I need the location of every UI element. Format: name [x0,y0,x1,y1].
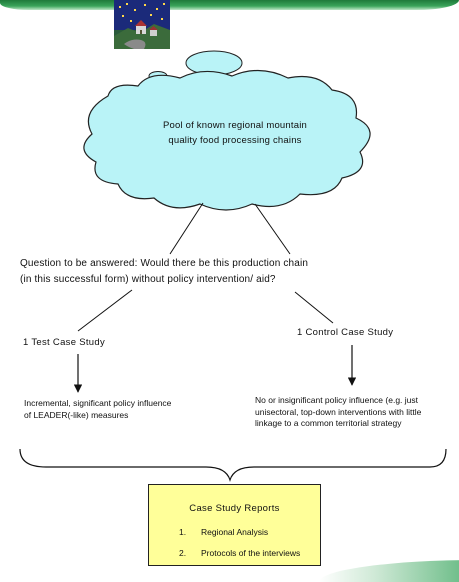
night-village-picture [114,0,170,49]
control-case-title: 1 Control Case Study [297,327,394,338]
case-study-reports-box: Case Study Reports 1. Regional Analysis 2… [148,484,321,566]
list-item: 2. Protocols of the interviews [179,548,300,569]
header-band [0,0,459,10]
grouping-brace [19,448,447,483]
cloud-label-line1: Pool of known regional mountain [162,120,308,131]
list-item-number: 2. [179,548,187,558]
control-case-description: No or insignificant policy influence (e.… [255,395,422,428]
question-line1: Question to be answered: Would there be … [20,258,309,269]
connector-cloud-right [254,203,291,255]
cloud-label-line2: quality food processing chains [168,135,302,146]
cloud-shape [83,69,371,211]
question-line2: (in this successful form) without policy… [20,274,276,285]
cloud-label: Pool of known regional mountain quality … [150,118,320,148]
list-item-number: 1. [179,527,187,537]
list-item-label: Protocols of the interviews [201,548,301,558]
reports-list: 1. Regional Analysis 2. Protocols of the i… [179,527,300,569]
test-case-description: Incremental, significant policy influenc… [24,398,172,420]
list-item-label: Regional Analysis [201,527,269,537]
connector-cloud-left [169,202,204,255]
research-question: Question to be answered: Would there be … [20,256,430,288]
connector-question-test [77,289,133,332]
test-case-title: 1 Test Case Study [23,337,106,348]
reports-title: Case Study Reports [189,503,280,514]
connector-question-control [294,291,334,324]
list-item: 1. Regional Analysis [179,527,300,548]
